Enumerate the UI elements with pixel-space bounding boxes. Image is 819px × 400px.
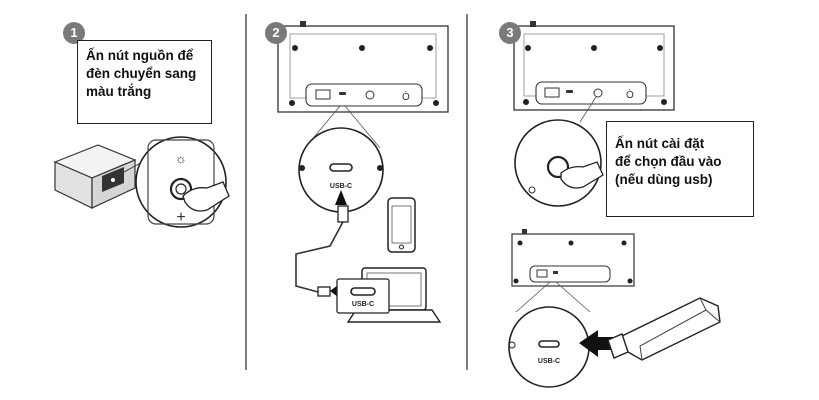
step-3-badge: 3 bbox=[499, 22, 521, 44]
instruction-line: đèn chuyển sang bbox=[86, 66, 197, 81]
usb-c-cable bbox=[295, 190, 349, 297]
usb-c-adapter-zoom: USB-C bbox=[336, 278, 390, 314]
usb-c-port-label: USB-C bbox=[330, 183, 352, 190]
speaker-front-illustration bbox=[53, 144, 147, 209]
speaker-back-illustration-3: Ò bbox=[513, 21, 675, 123]
instruction-line: Ấn nút cài đặt bbox=[615, 136, 705, 151]
power-button-zoom: ☼ + bbox=[135, 136, 230, 228]
brightness-icon: ☼ bbox=[175, 151, 187, 166]
finger-icon bbox=[182, 181, 230, 212]
step-2-badge: 2 bbox=[265, 22, 287, 44]
speaker-back-illustration-2: Ò bbox=[277, 21, 449, 149]
usb-c-adapter-label: USB-C bbox=[352, 301, 374, 308]
instruction-line: Ấn nút nguồn để bbox=[86, 48, 194, 63]
smartphone-icon bbox=[387, 197, 416, 253]
usb-c-port-zoom-3: USB-C bbox=[508, 306, 590, 388]
usb-c-port-label: USB-C bbox=[538, 358, 560, 365]
instruction-line: để chọn đầu vào bbox=[615, 154, 722, 169]
svg-text:Ò: Ò bbox=[402, 90, 410, 103]
insert-arrow bbox=[579, 330, 616, 357]
settings-button-zoom bbox=[514, 119, 604, 207]
step-1-instruction: Ấn nút nguồn để đèn chuyển sang màu trắn… bbox=[77, 40, 212, 124]
step-3-instruction: Ấn nút cài đặt để chọn đầu vào (nếu dùng… bbox=[606, 121, 754, 217]
usb-flash-drive bbox=[607, 297, 721, 361]
instruction-line: màu trắng bbox=[86, 84, 152, 99]
svg-text:Ò: Ò bbox=[626, 88, 634, 101]
panel-divider-1 bbox=[245, 14, 247, 370]
finger-icon bbox=[560, 161, 604, 189]
usb-c-port-zoom-2: USB-C bbox=[298, 127, 384, 213]
plus-icon: + bbox=[176, 209, 185, 226]
speaker-back-illustration-4 bbox=[511, 229, 635, 313]
step-1-badge: 1 bbox=[63, 22, 85, 44]
instruction-line: (nếu dùng usb) bbox=[615, 172, 713, 187]
panel-divider-2 bbox=[466, 14, 468, 370]
